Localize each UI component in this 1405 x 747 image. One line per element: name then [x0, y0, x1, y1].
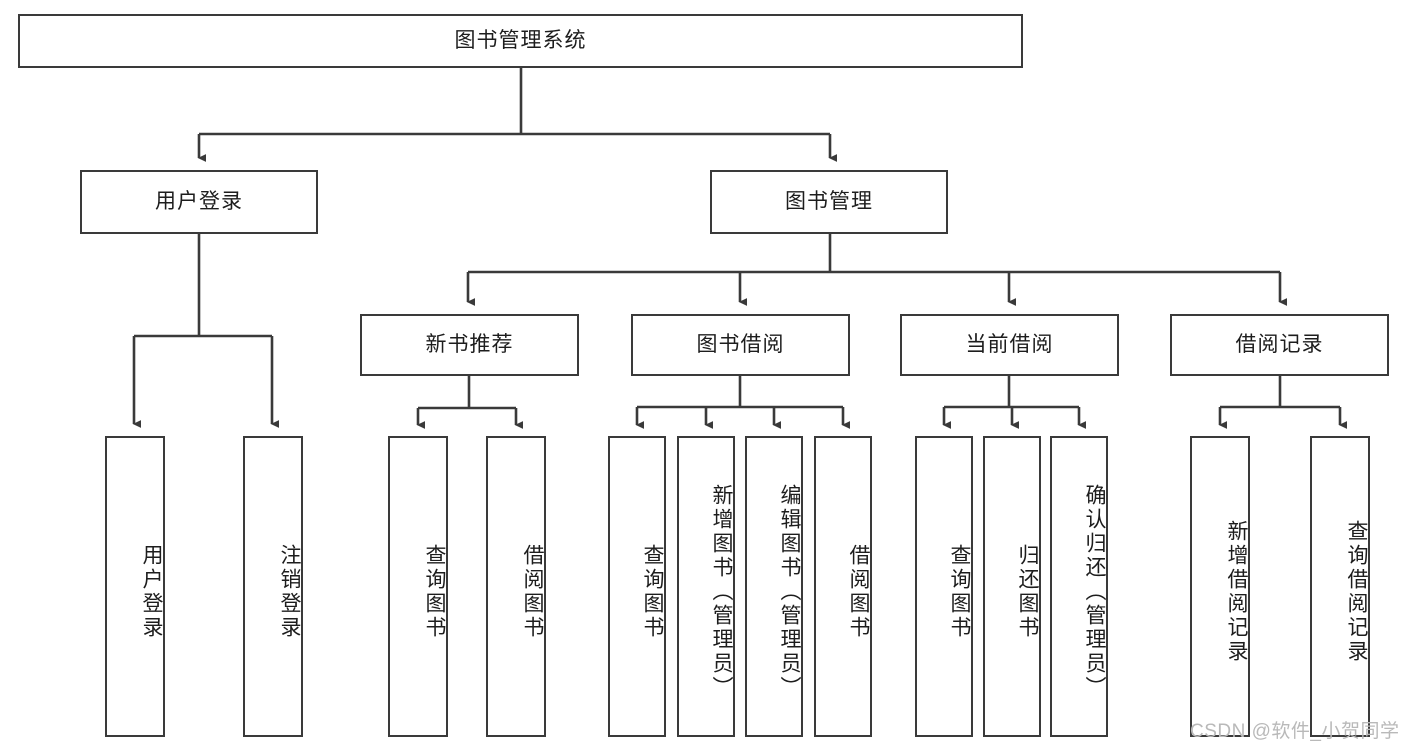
leaf-borrow-book-newbook[interactable]: 借阅图书: [486, 436, 546, 737]
node-book-borrow[interactable]: 图书借阅: [631, 314, 850, 376]
node-current-borrow[interactable]: 当前借阅: [900, 314, 1119, 376]
node-borrow-record[interactable]: 借阅记录: [1170, 314, 1389, 376]
node-label: 新书推荐: [425, 332, 514, 356]
node-label: 用户登录: [140, 543, 163, 640]
node-label: 图书借阅: [696, 332, 785, 356]
node-user-login[interactable]: 用户登录: [80, 170, 318, 234]
node-label: 图书管理: [785, 189, 873, 213]
leaf-borrow-book[interactable]: 借阅图书: [814, 436, 872, 737]
node-label: 借阅图书: [521, 543, 544, 640]
leaf-return-book[interactable]: 归还图书: [983, 436, 1041, 737]
leaf-user-login[interactable]: 用户登录: [105, 436, 165, 737]
node-label: 查询图书: [948, 543, 971, 640]
node-label: 用户登录: [155, 189, 243, 213]
node-label: 归还图书: [1016, 543, 1039, 640]
csdn-watermark: CSDN @软件_小贺同学: [1190, 721, 1400, 742]
node-book-management[interactable]: 图书管理: [710, 170, 948, 234]
node-label: 新增图书（管理员）: [710, 483, 733, 700]
leaf-add-book-admin[interactable]: 新增图书（管理员）: [677, 436, 735, 737]
node-label: 新增借阅记录: [1225, 519, 1248, 664]
leaf-add-borrow-record[interactable]: 新增借阅记录: [1190, 436, 1250, 737]
leaf-query-book-newbook[interactable]: 查询图书: [388, 436, 448, 737]
node-root-label: 图书管理系统: [454, 28, 587, 52]
node-root-system[interactable]: 图书管理系统: [18, 14, 1023, 68]
leaf-query-borrow-record[interactable]: 查询借阅记录: [1310, 436, 1370, 737]
leaf-confirm-return-admin[interactable]: 确认归还（管理员）: [1050, 436, 1108, 737]
leaf-query-book-borrow[interactable]: 查询图书: [608, 436, 666, 737]
node-label: 当前借阅: [965, 332, 1054, 356]
node-label: 编辑图书（管理员）: [778, 483, 801, 700]
node-label: 查询图书: [423, 543, 446, 640]
leaf-query-book-current[interactable]: 查询图书: [915, 436, 973, 737]
node-label: 借阅图书: [847, 543, 870, 640]
node-label: 确认归还（管理员）: [1083, 483, 1106, 700]
leaf-edit-book-admin[interactable]: 编辑图书（管理员）: [745, 436, 803, 737]
node-new-book-recommend[interactable]: 新书推荐: [360, 314, 579, 376]
node-label: 查询图书: [641, 543, 664, 640]
node-label: 注销登录: [278, 543, 301, 640]
node-label: 借阅记录: [1235, 332, 1324, 356]
leaf-logout[interactable]: 注销登录: [243, 436, 303, 737]
node-label: 查询借阅记录: [1345, 519, 1368, 664]
